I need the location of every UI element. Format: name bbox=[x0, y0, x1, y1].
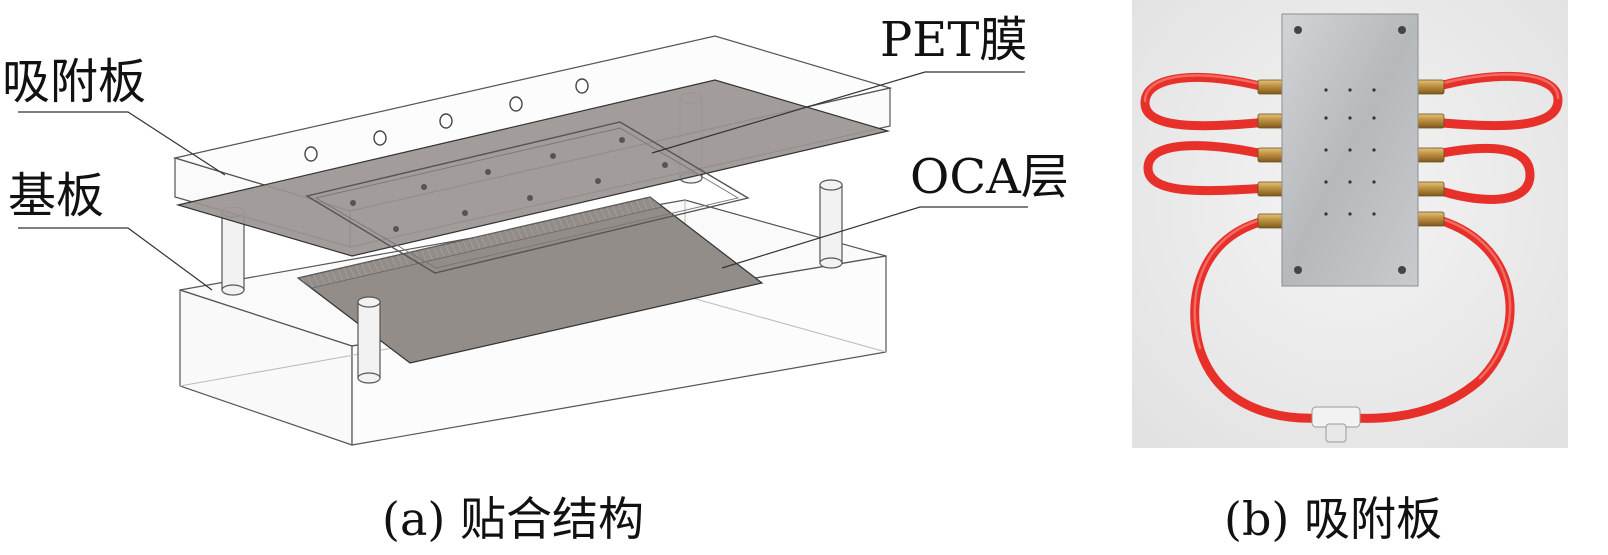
label-oca-layer: OCA层 bbox=[910, 149, 1069, 205]
red-air-tubes-highlight bbox=[1143, 73, 1560, 380]
label-pet-film: PET膜 bbox=[880, 12, 1027, 68]
label-substrate: 基板 bbox=[8, 168, 104, 224]
brass-fittings-left bbox=[1257, 79, 1287, 229]
caption-a: (a) 贴合结构 bbox=[382, 492, 644, 546]
guide-pins bbox=[221, 92, 843, 384]
suction-holes bbox=[350, 137, 668, 232]
label-adsorption-plate: 吸附板 bbox=[2, 54, 146, 110]
aluminum-plate bbox=[1281, 13, 1419, 287]
guide-pin bbox=[357, 296, 381, 384]
guide-pin bbox=[819, 179, 843, 269]
tee-connector bbox=[1311, 406, 1361, 443]
mounting-holes bbox=[1294, 26, 1406, 274]
caption-b: (b) 吸附板 bbox=[1224, 492, 1442, 546]
side-ports bbox=[304, 78, 589, 162]
bonding-structure-diagram: 吸附板 基板 PET膜 OCA层 (a) 贴合结构 bbox=[2, 12, 1069, 546]
plate-suction-holes bbox=[1324, 88, 1376, 216]
pet-film-sheet bbox=[175, 79, 891, 274]
leader-lines bbox=[18, 71, 1028, 291]
adsorption-plate-photo: (b) 吸附板 bbox=[1132, 0, 1568, 546]
